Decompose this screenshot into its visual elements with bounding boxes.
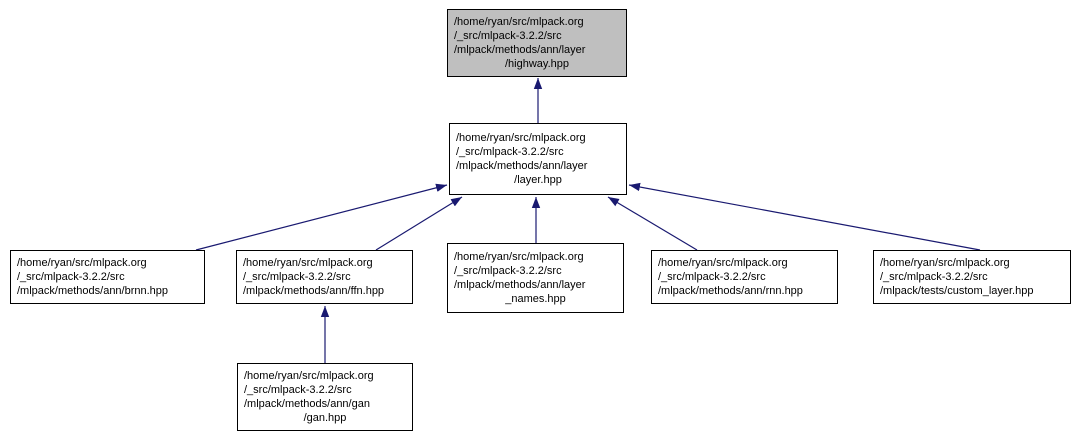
node-label-line: /gan.hpp (303, 412, 347, 424)
edge-brnn-to-layer (195, 183, 448, 251)
node-label-line: /highway.hpp (504, 58, 569, 70)
node-label-line: /mlpack/methods/ann/gan (244, 398, 370, 410)
graph-node-gan[interactable]: /home/ryan/src/mlpack.org /_src/mlpack-3.… (237, 363, 413, 431)
node-label-line: /home/ryan/src/mlpack.org (456, 132, 586, 144)
node-label-line: /_src/mlpack-3.2.2/src (244, 384, 352, 396)
graph-node-layer[interactable]: /home/ryan/src/mlpack.org /_src/mlpack-3.… (449, 123, 627, 195)
node-label-line: /home/ryan/src/mlpack.org (244, 370, 374, 382)
graph-node-custom_layer[interactable]: /home/ryan/src/mlpack.org /_src/mlpack-3.… (873, 250, 1071, 304)
node-label-line: /home/ryan/src/mlpack.org (658, 257, 788, 269)
graph-node-brnn[interactable]: /home/ryan/src/mlpack.org /_src/mlpack-3.… (10, 250, 205, 304)
node-label-line: _names.hpp (505, 293, 566, 305)
edge-custom_layer-to-layer (628, 182, 981, 251)
node-label-line: /_src/mlpack-3.2.2/src (658, 271, 766, 283)
node-label-line: /mlpack/methods/ann/layer (454, 44, 586, 56)
node-label-line: /home/ryan/src/mlpack.org (454, 251, 584, 263)
node-label-line: /_src/mlpack-3.2.2/src (243, 271, 351, 283)
graph-node-highway[interactable]: /home/ryan/src/mlpack.org /_src/mlpack-3.… (447, 9, 627, 77)
node-label-line: /mlpack/methods/ann/layer (456, 160, 588, 172)
node-label-line: /_src/mlpack-3.2.2/src (880, 271, 988, 283)
node-label-line: /mlpack/methods/ann/rnn.hpp (658, 285, 803, 297)
node-label-line: /home/ryan/src/mlpack.org (880, 257, 1010, 269)
node-label-line: /mlpack/methods/ann/ffn.hpp (243, 285, 385, 297)
node-label-line: /home/ryan/src/mlpack.org (17, 257, 147, 269)
graph-node-layer_names[interactable]: /home/ryan/src/mlpack.org /_src/mlpack-3.… (447, 243, 624, 313)
node-label-line: /mlpack/methods/ann/layer (454, 279, 586, 291)
node-label-line: /_src/mlpack-3.2.2/src (454, 30, 562, 42)
node-label-line: /mlpack/methods/ann/brnn.hpp (17, 285, 169, 297)
node-label-line: /mlpack/tests/custom_layer.hpp (880, 285, 1034, 297)
graph-node-rnn[interactable]: /home/ryan/src/mlpack.org /_src/mlpack-3.… (651, 250, 838, 304)
node-label-line: /_src/mlpack-3.2.2/src (454, 265, 562, 277)
node-label-line: /home/ryan/src/mlpack.org (243, 257, 373, 269)
node-label-line: /layer.hpp (514, 174, 562, 186)
graph-node-ffn[interactable]: /home/ryan/src/mlpack.org /_src/mlpack-3.… (236, 250, 413, 304)
node-label-line: /home/ryan/src/mlpack.org (454, 16, 584, 28)
node-label-line: /_src/mlpack-3.2.2/src (456, 146, 564, 158)
node-label-line: /_src/mlpack-3.2.2/src (17, 271, 125, 283)
